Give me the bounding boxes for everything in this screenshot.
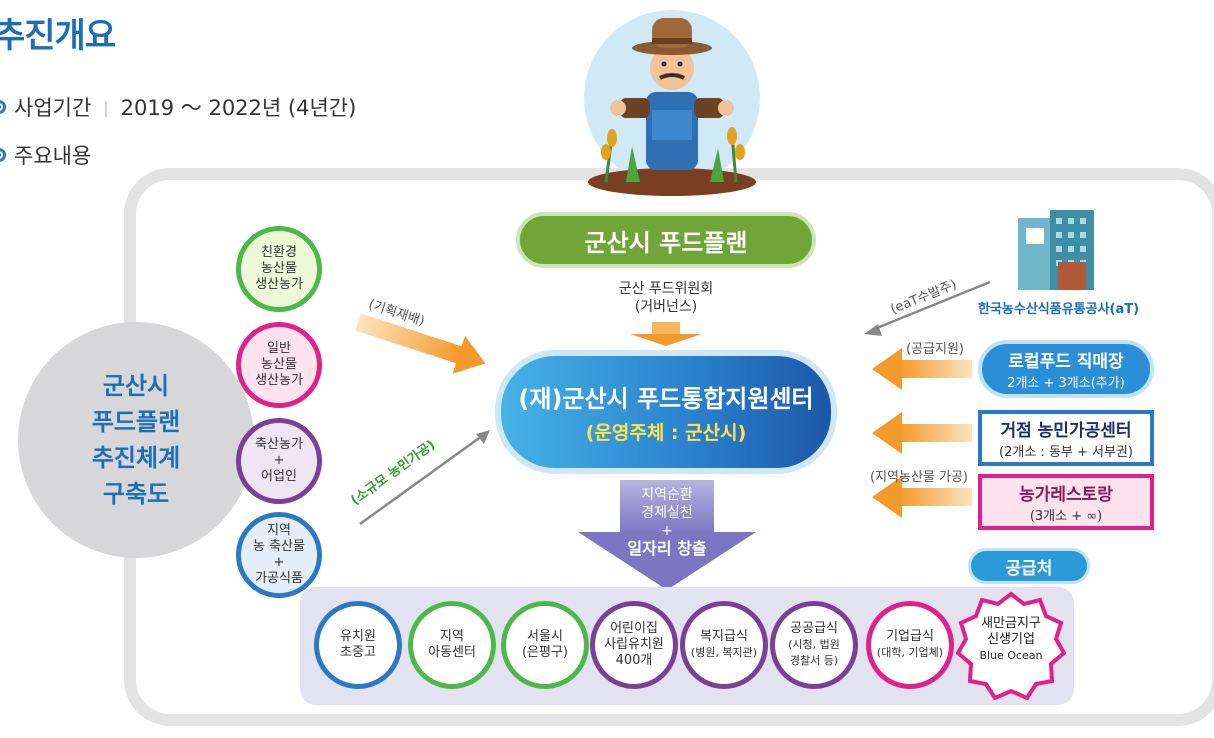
producer-text: +	[273, 555, 285, 570]
dest-text: 복지급식	[700, 629, 748, 644]
dest-text: Blue Ocean	[979, 649, 1043, 662]
dest-text: (병원, 복지관)	[690, 646, 758, 659]
dest-text: 어린이집	[610, 621, 658, 636]
planning-arrow	[355, 313, 486, 374]
box-sub: (2개소 : 동부 + 서부권)	[999, 445, 1133, 460]
dest-welfare: 복지급식 (병원, 복지관)	[680, 601, 768, 689]
period-label: 사업기간	[14, 96, 92, 120]
arrow-line: 경제실천	[641, 505, 693, 521]
saemangeum-badge-icon	[956, 591, 1066, 700]
food-plan-system-circle: 군산시 푸드플랜 추진체계 구축도	[18, 322, 254, 558]
dest-corporate: 기업급식 (대학, 기업체)	[866, 601, 954, 689]
arrow-line: 지역순환	[641, 487, 693, 503]
box-sub: 2개소 + 3개소(추가)	[1007, 376, 1125, 391]
supply-arrow-1	[872, 348, 972, 390]
committee-down-arrow	[630, 322, 702, 346]
box-title: 로컬푸드 직매장	[1008, 352, 1124, 372]
dest-text: 새만금지구	[981, 616, 1041, 631]
period-row: 사업기간 | 2019 ～ 2022년 (4년간)	[0, 92, 356, 122]
supply-arrow-2	[872, 412, 972, 454]
period-value: 2019 ～ 2022년 (4년간)	[120, 96, 357, 120]
dest-text: 유치원	[340, 629, 376, 644]
producer-text: 축산농가	[255, 437, 303, 452]
dest-saemangeum: 새만금지구 신생기업 Blue Ocean	[966, 616, 1056, 663]
bullet-icon	[0, 148, 6, 162]
dest-schools: 유치원 초중고	[314, 601, 402, 689]
dest-text: (시청, 법원	[788, 638, 840, 651]
dest-text: 아동센터	[428, 645, 476, 660]
dest-text: 지역	[440, 629, 464, 644]
supply-label-text: 공급처	[1005, 558, 1053, 579]
circle-line: 푸드플랜	[91, 408, 181, 436]
supply-arrow-3	[872, 476, 972, 518]
farm-restaurant-box: 농가레스토랑 (3개소 + ∞)	[978, 474, 1154, 530]
dest-child-center: 지역 아동센터	[408, 601, 496, 689]
job-creation-arrow	[578, 480, 756, 590]
hub-title: (재)군산시 푸드통합지원센터	[518, 385, 814, 413]
dest-text: 기업급식	[886, 629, 934, 644]
at-organization-label: 한국농수산식품유통공사(aT)	[978, 302, 1140, 317]
wheat-icon	[601, 127, 745, 183]
dest-text: 400개	[615, 653, 653, 668]
box-title: 거점 농민가공센터	[1000, 421, 1132, 441]
dest-public: 공공급식 (시청, 법원 경찰서 등)	[770, 601, 858, 689]
dest-text: (대학, 기업체)	[876, 646, 944, 659]
committee-line: (거버넌스)	[634, 299, 698, 315]
producer-text: 어업인	[261, 469, 297, 484]
producer-text: 농산물	[261, 261, 297, 276]
producer-text: 가공식품	[255, 571, 303, 586]
eat-order-arrow	[864, 280, 991, 336]
dest-text: 서울시	[527, 629, 563, 644]
circle-line: 군산시	[102, 372, 170, 400]
page-title: 추진개요	[0, 16, 116, 56]
dest-text: 초중고	[340, 645, 376, 660]
arrow-line: +	[661, 523, 673, 539]
dest-text: 사립유치원	[604, 637, 664, 652]
circle-line: 구축도	[102, 480, 170, 508]
box-sub: (3개소 + ∞)	[1029, 509, 1103, 524]
food-hub-center: (재)군산시 푸드통합지원센터 (운영주체 : 군산시)	[495, 350, 837, 474]
producer-eco: 친환경 농산물 생산농가	[236, 226, 322, 312]
building-icon	[1018, 210, 1094, 290]
committee-label: 군산 푸드위원회 (거버넌스)	[586, 280, 746, 316]
producer-text: 농산물	[261, 357, 297, 372]
dest-seoul: 서울시 (은평구)	[501, 601, 589, 689]
supply-support-label: (공급지원)	[906, 342, 964, 357]
dest-text: 공공급식	[790, 621, 838, 636]
dest-text: (은평구)	[521, 645, 569, 660]
producer-text: +	[273, 453, 285, 468]
arrow-bold-line: 일자리 창출	[627, 539, 707, 558]
producer-text: 생산농가	[255, 373, 303, 388]
circle-line: 추진체계	[91, 444, 181, 472]
food-plan-banner: 군산시 푸드플랜	[516, 212, 816, 268]
food-plan-title: 군산시 푸드플랜	[584, 228, 748, 257]
producer-text: 지역	[267, 523, 291, 538]
dest-daycare: 어린이집 사립유치원 400개	[590, 601, 678, 689]
producer-text: 생산농가	[255, 277, 303, 292]
local-processing-label: (지역농산물 가공)	[870, 470, 968, 485]
producer-general: 일반 농산물 생산농가	[236, 322, 322, 408]
committee-line: 군산 푸드위원회	[618, 281, 714, 297]
box-title: 농가레스토랑	[1019, 485, 1113, 505]
processing-center-box: 거점 농민가공센터 (2개소 : 동부 + 서부권)	[978, 410, 1154, 466]
supply-label: 공급처	[968, 548, 1090, 584]
local-food-store-box: 로컬푸드 직매장 2개소 + 3개소(추가)	[978, 340, 1154, 398]
producer-local: 지역 농 축산물 + 가공식품	[236, 512, 322, 598]
farmer-illustration	[584, 10, 760, 196]
main-content-label: 주요내용	[14, 144, 92, 168]
producer-livestock: 축산농가 + 어업인	[236, 418, 322, 504]
separator-icon: |	[103, 97, 109, 117]
producer-text: 친환경	[261, 245, 297, 260]
job-creation-text: 지역순환 경제실천 + 일자리 창출	[600, 486, 734, 558]
bullet-icon	[0, 100, 6, 114]
main-content-row: 주요내용	[0, 140, 91, 170]
dest-text: 경찰서 등)	[789, 654, 839, 667]
producer-text: 농 축산물	[253, 539, 305, 554]
small-processing-arrow	[359, 430, 490, 526]
producer-text: 일반	[267, 341, 291, 356]
hub-subtitle: (운영주체 : 군산시)	[585, 422, 747, 444]
dest-text: 신생기업	[987, 632, 1035, 647]
